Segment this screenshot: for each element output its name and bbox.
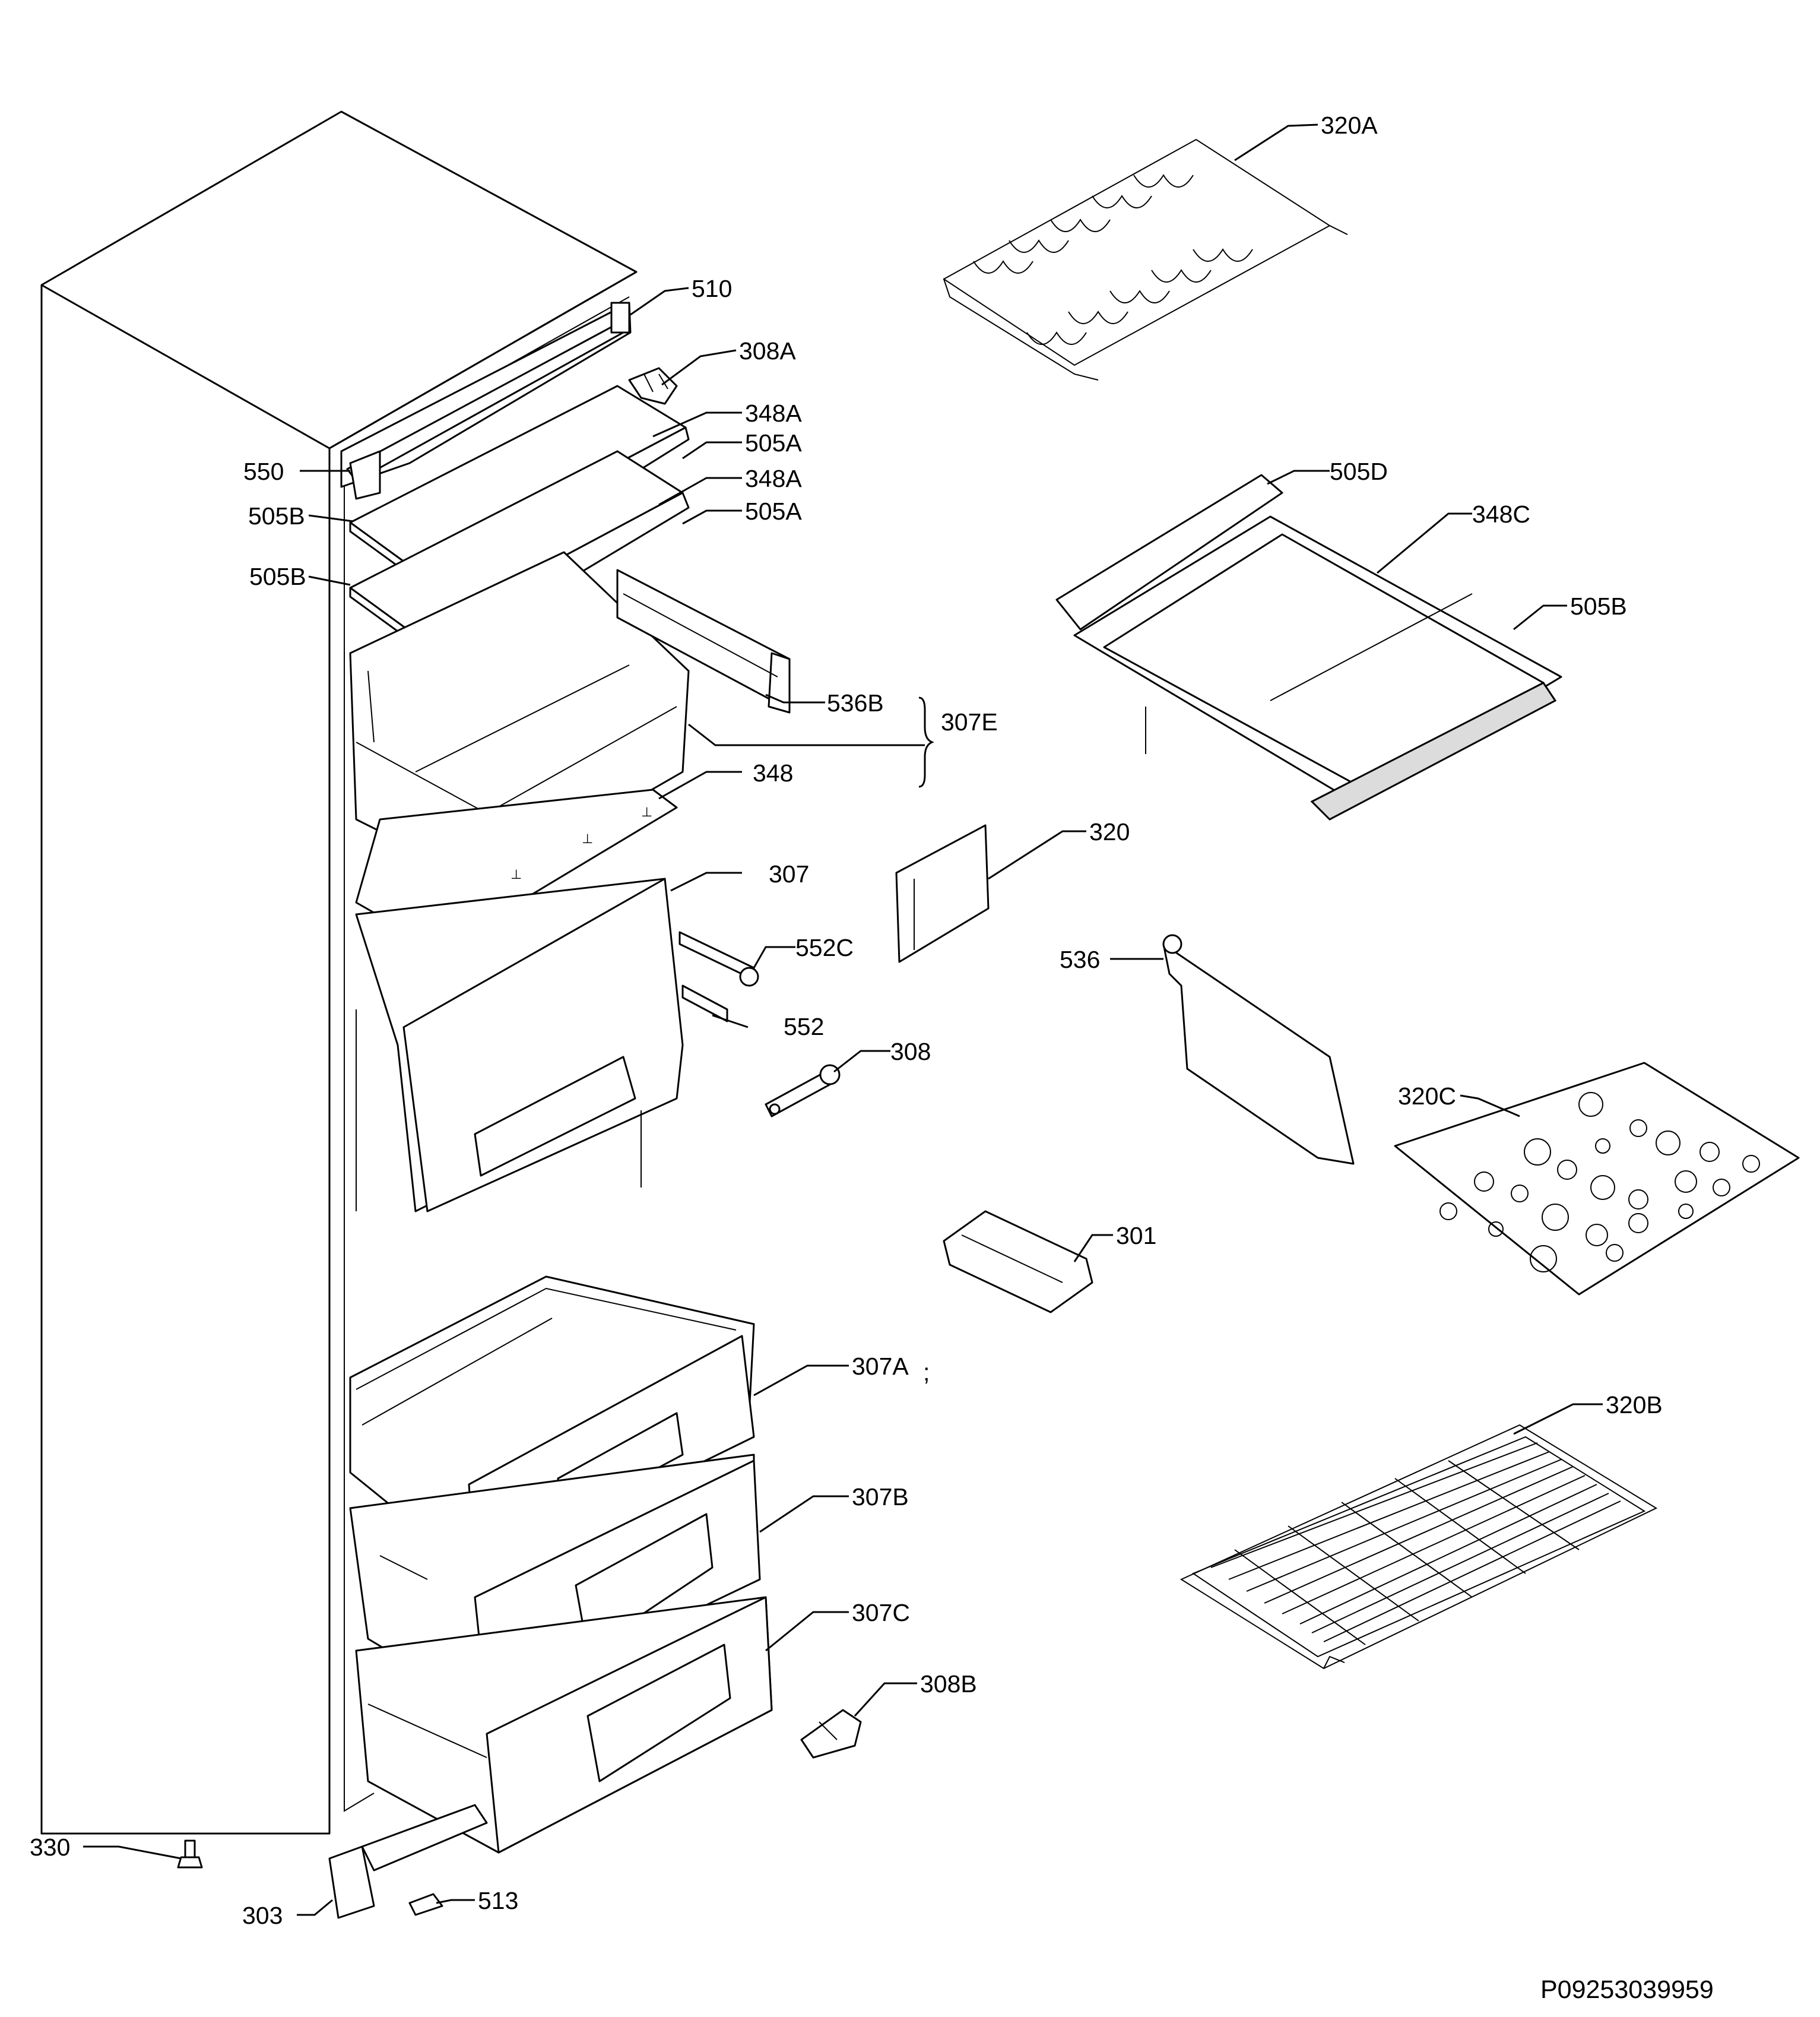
wine-rack-320a	[943, 138, 1348, 381]
callout-505b-shelf: 505B	[1570, 593, 1627, 620]
hinge-308	[765, 1064, 841, 1117]
callout-505a-lower: 505A	[745, 498, 802, 525]
callout-307e: 307E	[941, 708, 998, 736]
callout-348: 348	[753, 759, 793, 787]
callout-510: 510	[692, 275, 732, 302]
divider-536	[1162, 934, 1355, 1165]
callout-536: 536	[1060, 946, 1100, 973]
divider-536b	[616, 569, 791, 714]
control-panel-510	[340, 302, 632, 488]
hinge-308b	[800, 1709, 862, 1759]
svg-text:⊥: ⊥	[641, 805, 652, 819]
callout-320c: 320C	[1398, 1082, 1456, 1110]
drawing-code: P09253039959	[1540, 1975, 1714, 2004]
foot-330	[177, 1839, 203, 1869]
light-cover-550	[349, 450, 381, 500]
callout-550: 550	[243, 458, 284, 485]
callout-307b: 307B	[852, 1483, 909, 1511]
callout-552: 552	[784, 1013, 824, 1040]
callout-320: 320	[1089, 818, 1130, 846]
clip-513	[408, 1893, 443, 1916]
freezer-flap-307	[355, 878, 684, 1212]
callout-301: 301	[1116, 1222, 1156, 1249]
callout-505b-lower: 505B	[249, 563, 306, 590]
callout-320b: 320B	[1606, 1391, 1663, 1418]
ice-tray-301	[943, 1210, 1093, 1313]
callout-308b: 308B	[920, 1670, 977, 1698]
callout-348c: 348C	[1472, 501, 1530, 528]
drawer-307c	[355, 1596, 773, 1854]
callout-348a-lower: 348A	[745, 465, 802, 492]
hinge-arm-552	[681, 984, 728, 1022]
filter-320	[895, 824, 990, 963]
callout-505a-upper: 505A	[745, 429, 802, 457]
callout-308a: 308A	[739, 337, 796, 365]
callout-552c: 552C	[795, 934, 854, 961]
callout-348a-upper: 348A	[745, 400, 802, 427]
callout-536b: 536B	[827, 689, 884, 717]
hinge-arm-552c	[678, 931, 759, 987]
svg-text:⊥: ⊥	[582, 831, 593, 846]
callout-513: 513	[478, 1887, 518, 1914]
callout-labels: 510 308A 348A 505A 550 348A 505B 505A 50…	[30, 112, 1663, 1929]
callout-308: 308	[890, 1038, 931, 1065]
callout-307: 307	[769, 860, 809, 888]
wire-shelf-320b	[1179, 1424, 1658, 1670]
door-shelf-assembly	[1055, 474, 1562, 821]
callout-505d: 505D	[1330, 458, 1388, 485]
kick-plate-303	[328, 1804, 488, 1919]
plate-320c	[1394, 1062, 1800, 1296]
callout-505b-upper: 505B	[248, 502, 305, 530]
stray-mark: ;	[923, 1359, 930, 1386]
callout-320a: 320A	[1321, 112, 1378, 139]
leader-lines	[83, 124, 1603, 1916]
callout-303: 303	[242, 1902, 283, 1929]
hinge-308a	[628, 367, 678, 405]
callout-330: 330	[30, 1834, 70, 1861]
callout-307c: 307C	[852, 1599, 910, 1626]
svg-text:⊥: ⊥	[511, 867, 522, 882]
callout-307a: 307A	[852, 1353, 909, 1380]
